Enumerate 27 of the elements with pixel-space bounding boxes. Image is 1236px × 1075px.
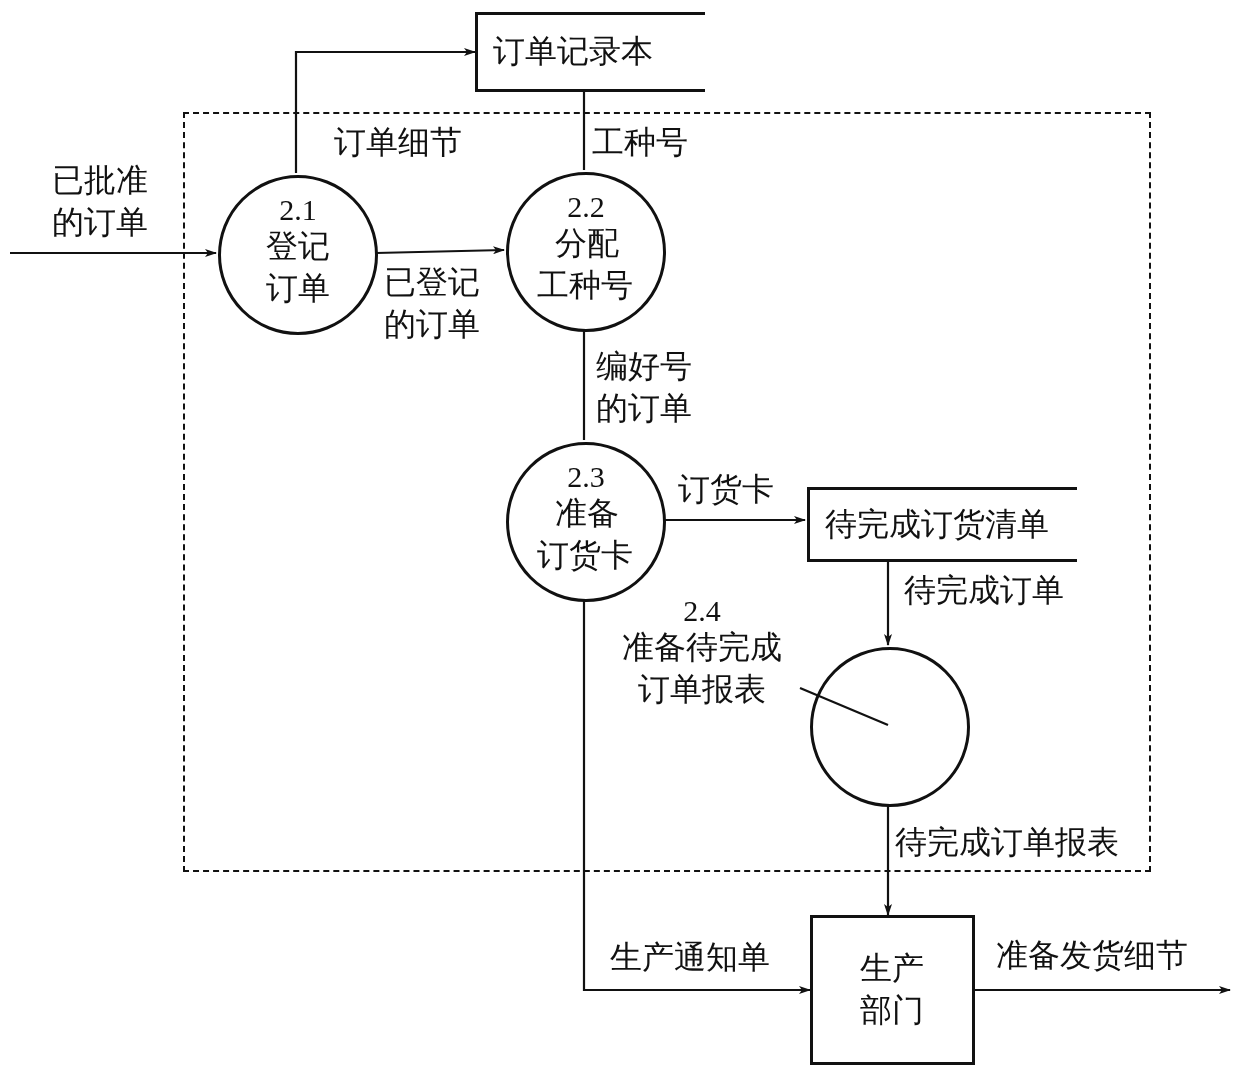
process-name: 准备订货卡 <box>537 493 635 575</box>
store-label: 订单记录本 <box>493 32 653 72</box>
arrow <box>975 986 1231 994</box>
leader-line <box>799 687 889 726</box>
arrow <box>884 805 892 916</box>
arrow <box>884 560 892 646</box>
process-number: 2.1 <box>279 192 317 226</box>
arrow <box>582 600 811 994</box>
arrow <box>10 249 217 257</box>
process-number: 2.4 <box>683 594 721 627</box>
data-store <box>475 12 705 92</box>
arrow <box>664 516 806 524</box>
entity-label: 生产部门 <box>859 949 926 1030</box>
external-entity-box <box>810 915 975 1065</box>
process-name: 准备待完成订单报表 <box>621 628 783 709</box>
process-circle <box>810 647 970 807</box>
process-circle <box>218 175 378 335</box>
arrow <box>375 246 505 255</box>
data-store <box>807 487 1077 562</box>
store-label: 待完成订货清单 <box>825 504 1049 544</box>
process-circle <box>506 172 666 332</box>
process-circle <box>506 442 666 602</box>
process-number: 2.3 <box>567 459 605 493</box>
process-number: 2.2 <box>567 189 605 223</box>
process-name: 登记订单 <box>265 226 331 308</box>
arrow <box>294 48 476 173</box>
process-name: 分配工种号 <box>537 223 635 305</box>
